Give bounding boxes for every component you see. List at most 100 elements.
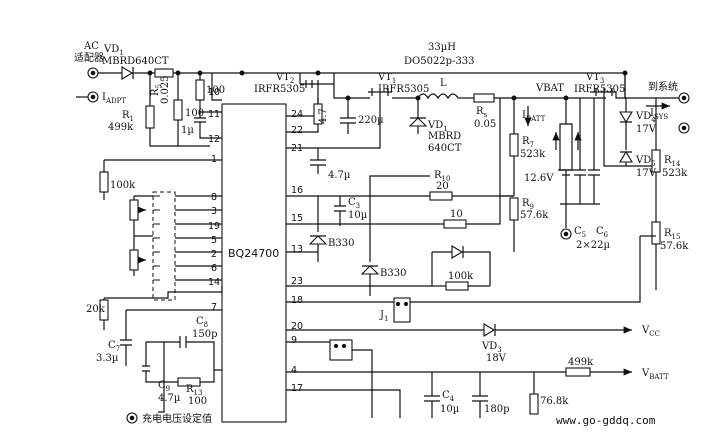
vt1-label: VT1 [377,72,396,85]
r5-val: 0.025 [160,75,171,104]
inductor-value: 33µH [428,42,456,53]
pin-16: 16 [291,185,303,196]
r14-val: 523k [662,168,688,179]
r-100-a [173,99,183,121]
c3-label: C3 [348,197,360,210]
c8-label: C8 [196,316,208,329]
pin-10: 10 [208,87,220,98]
c-1u-label: 1µ [181,125,194,136]
vd5-zener-icon [619,150,633,163]
inductor-icon [417,93,459,100]
pin-8: 8 [211,192,217,203]
pin-17: 17 [291,383,303,394]
inductor-part: DO5022p-333 [404,56,475,67]
c-4-7u-label: 4.7µ [328,170,351,181]
c6-label: C6 [596,226,609,239]
r9-val: 57.6k [520,210,549,221]
vbatt-label: VBATT [641,368,669,381]
r1-label: R1 [122,110,134,123]
vd1b-label: VD1 [427,120,448,133]
r15-resistor [651,221,661,245]
r-10 [443,219,467,229]
pin-18: 18 [291,295,303,306]
r-20k-label: 20k [86,304,106,315]
pin-7: 7 [211,302,217,313]
r-4-7-label: 4.7 [318,108,329,124]
vd1b-diode-icon [408,117,428,127]
c56-val: 2×22µ [576,240,610,251]
r15-val: 57.6k [660,241,689,252]
vcc-label: VCC [641,325,660,338]
rs-resistor [473,93,495,103]
pin-14: 14 [208,277,220,288]
r10-val: 20 [436,181,449,192]
vd4-label: VD4 [635,111,656,124]
ic-label: BQ24700 [228,247,279,260]
r-10-label: 10 [450,209,463,220]
r-100-b-label: 100 [206,85,225,96]
pin-12: 12 [208,134,220,145]
r13-val: 100 [188,396,207,407]
charge-set-label: 充电电压设定值 [142,412,212,425]
batt-voltage: 12.6V [524,173,554,184]
feedback-diode-icon [451,245,464,259]
pin-19: 19 [208,221,220,232]
j1-jumper [393,297,411,323]
c5-label: C5 [574,226,586,239]
r-100k-left [99,171,109,193]
r13-label: R13 [186,384,202,397]
pin9-jumper [329,339,353,361]
left-network [99,159,223,424]
pot-a [129,199,139,221]
b330-a-label: B330 [328,238,354,249]
c9-label: C9 [158,380,170,393]
r-100k-fb-label: 100k [448,271,474,282]
pin-20: 20 [291,321,303,332]
input-section [76,66,628,147]
pin-6: 6 [211,263,217,274]
r-100k-left-label: 100k [110,180,136,191]
i-sys-label: ISYS [650,108,668,121]
r7-val: 523k [520,149,546,160]
c4-val: 10µ [440,404,460,415]
r15-label: R15 [664,228,680,241]
vt2-part: IRFR5305 [254,84,305,95]
vd3-val: 18V [486,353,507,364]
i-batt-label: IBATT [522,110,546,123]
system-output [619,73,690,290]
ac-label-2: 适配器 [74,52,104,64]
vt1-part: IRFR5305 [378,84,429,95]
r-100k-fb [445,281,469,291]
pin-24: 24 [291,109,303,120]
r1-resistor [145,105,155,129]
c-220u-label: 220µ [358,115,384,126]
vd3-label: VD3 [481,341,502,354]
rs-val: 0.05 [474,119,496,130]
r10-label: R10 [434,170,450,183]
pin-13: 13 [291,244,303,255]
vt2-mosfet-icon [299,73,335,88]
pin-4: 4 [291,365,297,376]
rs-label: Rs [476,106,488,119]
pot-b [129,249,139,271]
r7-label: R7 [522,136,534,149]
vt3-label: VT3 [585,72,604,85]
vd5-label: VD5 [635,155,656,168]
power-stage [286,73,641,303]
vd1b-part1: MBRD [428,131,461,142]
watermark: www.go-gddq.com [556,414,656,427]
vt2-label: VT2 [275,72,294,85]
to-system-label: 到系统 [648,80,678,93]
r1-val: 499k [108,122,134,133]
r-100-a-label: 100 [185,108,204,119]
r-100-b [195,79,205,101]
vt3-mosfet-icon [590,88,616,96]
r14-label: R14 [664,155,681,168]
vd1-diode-icon [121,66,134,80]
c7-label: C7 [108,340,120,353]
pin-15: 15 [291,213,303,224]
vbat-label: VBAT [535,83,564,94]
vd5-val: 17V [636,168,657,179]
vd3-diode-icon [483,323,496,337]
